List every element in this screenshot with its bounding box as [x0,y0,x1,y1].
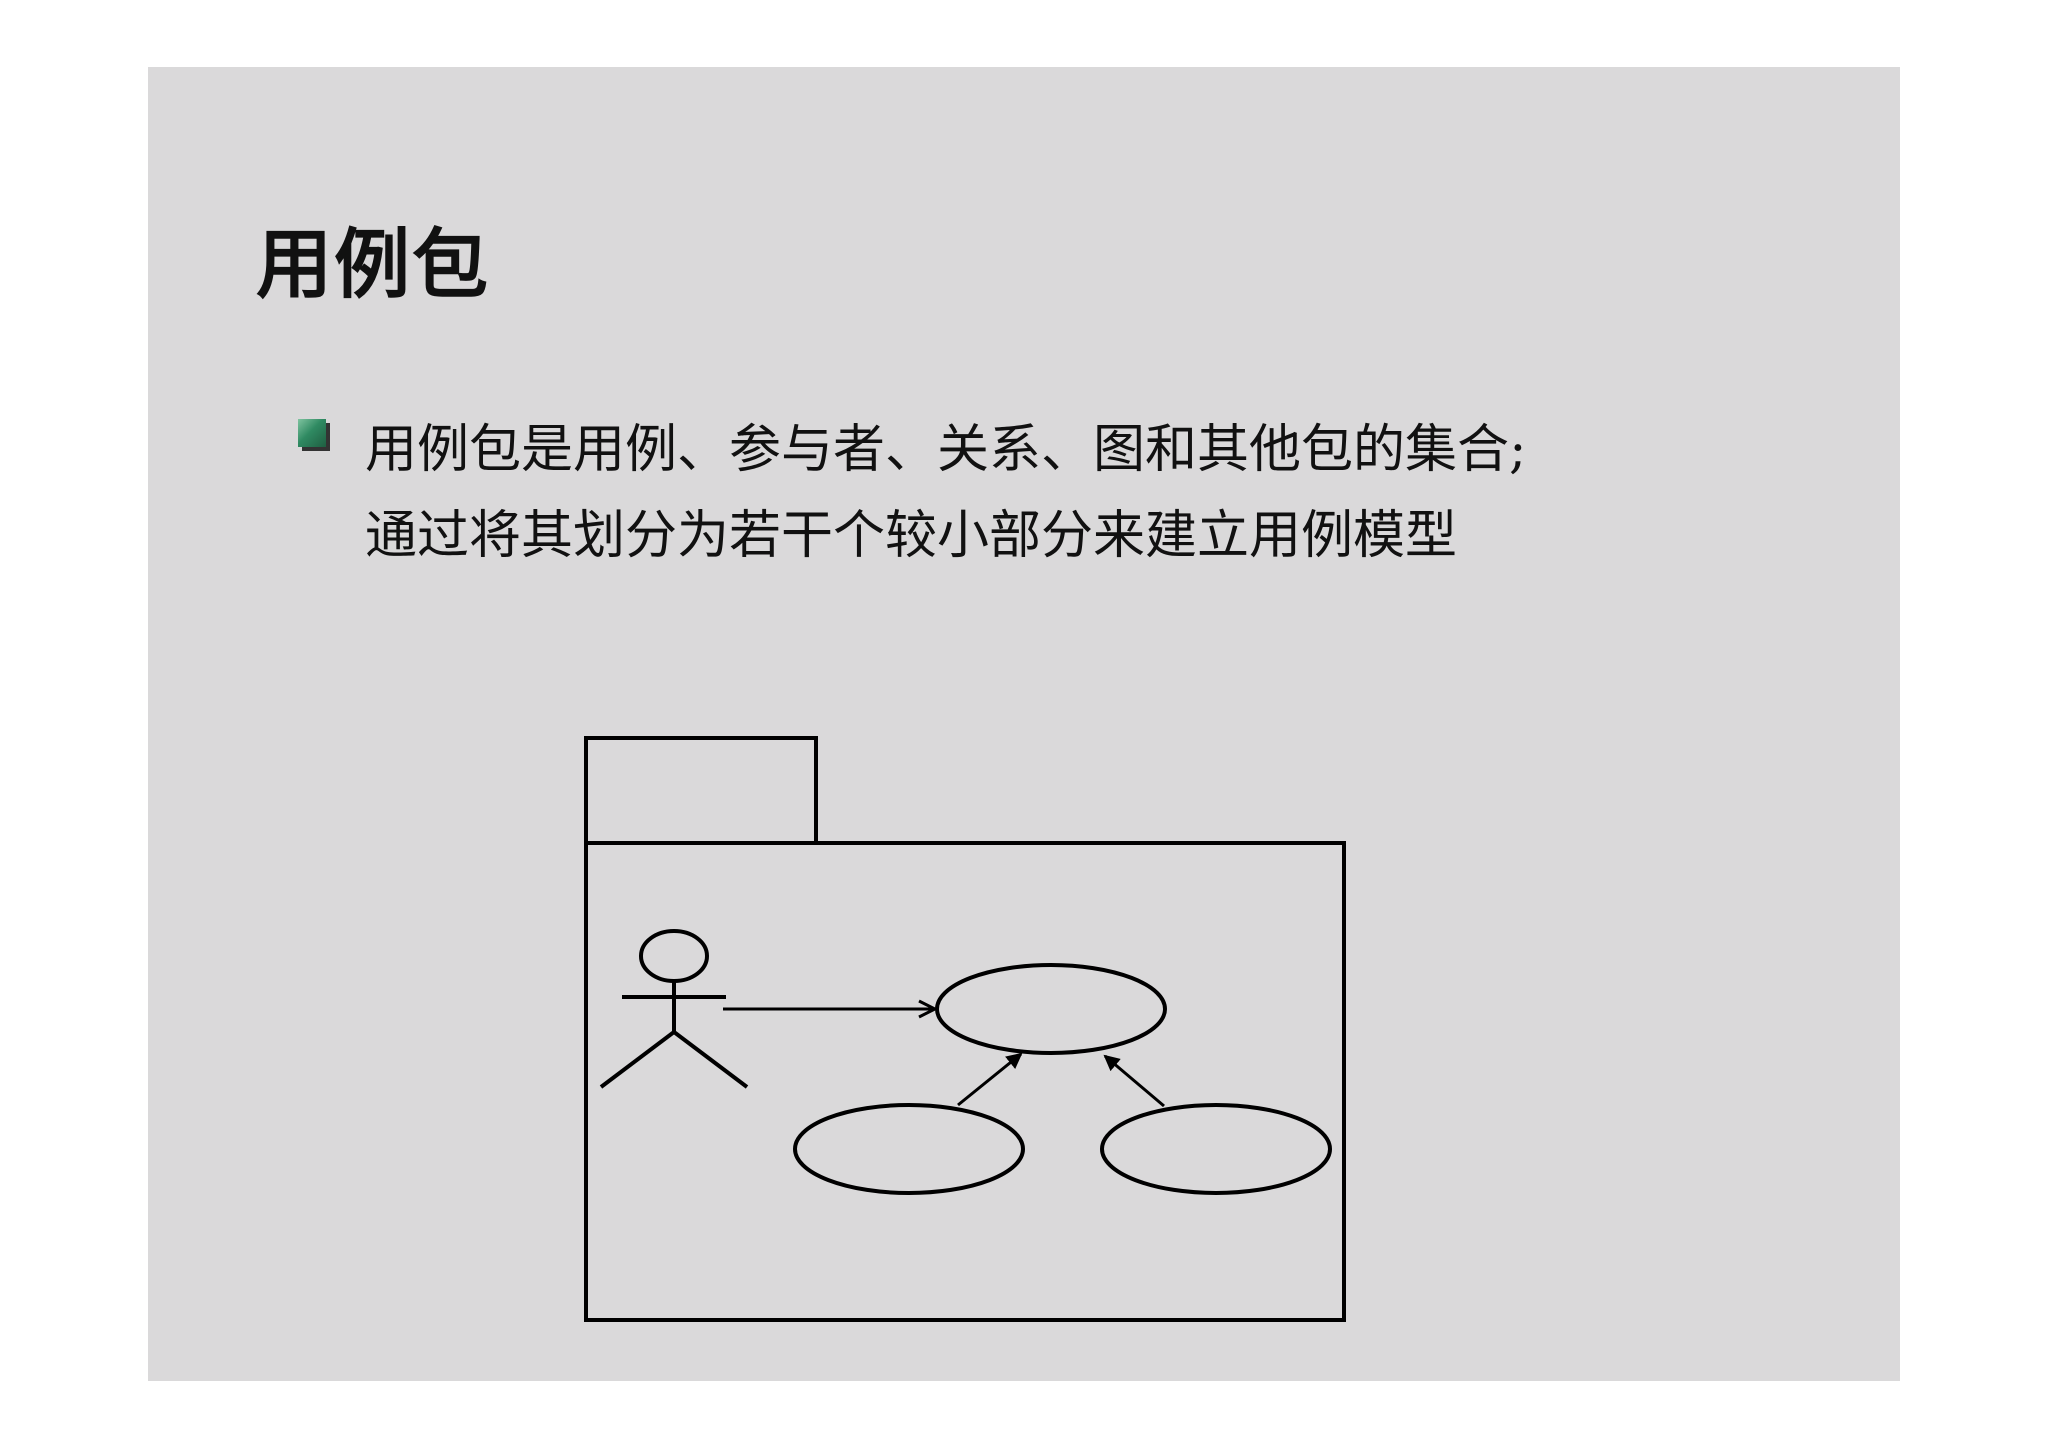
bullet-line-1: 用例包是用例、参与者、关系、图和其他包的集合; [365,420,1527,480]
use-cases [793,963,1332,1195]
slide: 用例包 用例包是用例、参与者、关系、图和其他包的集合; 通过将其划分为若干个较小… [148,67,1900,1381]
use-case-package-diagram [584,736,1346,1322]
package [584,736,1346,1322]
use-case-2 [793,1103,1025,1195]
actor-head [639,929,709,983]
actor-stick-figure [599,929,749,1089]
bullet-text: 用例包是用例、参与者、关系、图和其他包的集合; 通过将其划分为若干个较小部分来建… [365,407,1785,579]
package-body [584,841,1346,1322]
slide-title: 用例包 [256,220,490,309]
use-case-1 [935,963,1167,1055]
generalization-arrow-left [957,1052,1023,1107]
use-case-3 [1100,1103,1332,1195]
generalization-arrow-right [1103,1054,1165,1108]
actor-right-leg [672,1030,749,1089]
package-tab [584,736,818,845]
actor-left-leg [599,1030,676,1089]
square-bullet-icon [298,419,326,447]
bullet-line-2: 通过将其划分为若干个较小部分来建立用例模型 [365,506,1458,566]
relationships [723,1009,1165,1108]
